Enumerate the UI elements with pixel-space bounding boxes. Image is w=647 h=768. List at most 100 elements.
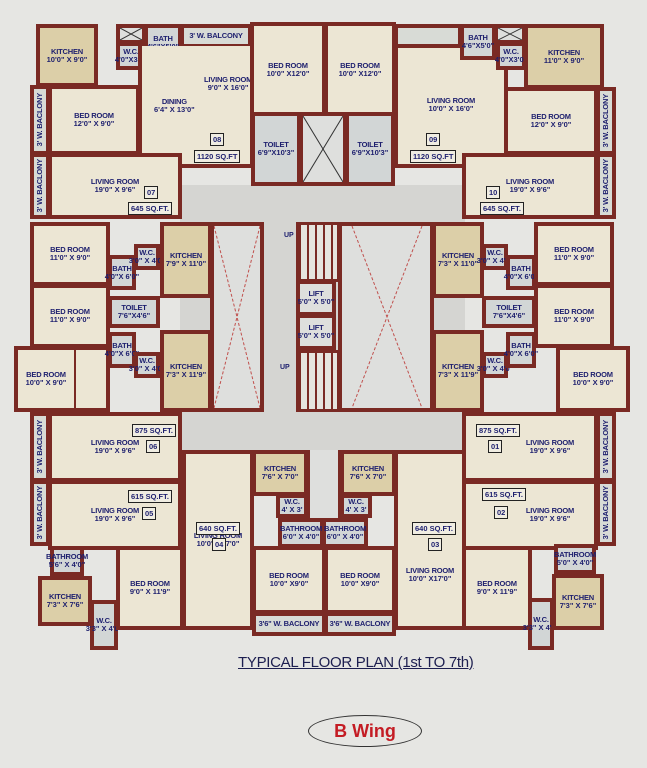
toilet-top-center-1: TOILET 6'9"X10'3" xyxy=(251,112,301,186)
room-name: TOILET xyxy=(121,303,147,312)
flat-area-02: 615 SQ.FT. xyxy=(482,488,526,501)
bath-left-2: BATH 4'0"X 6'0" xyxy=(105,332,139,368)
room-name: BED ROOM xyxy=(531,112,571,121)
wc-bottom-center-2: W.C. 4' X 3' xyxy=(340,494,372,518)
balcony-top-left: 3' W. BALCONY xyxy=(180,24,252,48)
duct-cross-icon xyxy=(120,28,142,40)
room-name: KITCHEN xyxy=(442,251,474,260)
balcony-flat-07: 3' W. BACLONY xyxy=(30,153,50,219)
room-name: KITCHEN xyxy=(170,251,202,260)
room-dim: 5'0" X 5'0" xyxy=(297,331,335,340)
room-name: BED ROOM xyxy=(50,307,90,316)
balcony-flat-01: 3' W. BACLONY xyxy=(596,412,616,482)
room-dim: 4'0"X3'0" xyxy=(114,55,148,64)
room-dim: 6'9"X10'3" xyxy=(351,148,389,157)
room-name: LIVING ROOM xyxy=(90,506,140,515)
flat-area-09: 1120 SQ.FT xyxy=(410,150,457,163)
room-dim: 6'4" X 13'0" xyxy=(154,105,195,114)
duct-bottom-center xyxy=(306,450,342,524)
room-dim: 10'0" X12'0" xyxy=(338,68,382,78)
living-flat-06: LIVING ROOM 19'0" X 9'6" xyxy=(48,412,182,482)
flat-area-08: 1120 SQ.FT xyxy=(194,150,241,163)
room-name: LIVING ROOM xyxy=(193,531,243,540)
room-name: LIVING ROOM xyxy=(405,566,455,575)
room-name: BATH xyxy=(511,263,531,273)
bathroom-bottom-center-2: BATHROOM 6'0" X 4'0" xyxy=(322,518,368,548)
room-name: BATH xyxy=(153,34,173,43)
wc-bottom-left: W.C. 3'3" X 4'0" xyxy=(86,600,122,650)
balcony-bottom-center-1: 3'6" W. BACLONY xyxy=(252,612,326,636)
room-name: BATH xyxy=(511,341,531,350)
room-name: BED ROOM xyxy=(268,60,308,70)
room-dim: 7'6"X4'6" xyxy=(492,311,526,320)
room-dim: 9'0" X 11'9" xyxy=(129,587,171,596)
living-flat-07: LIVING ROOM 19'0" X 9'6" xyxy=(48,153,182,219)
room-dim: 3'0" X 4'0" xyxy=(128,364,166,373)
flat-area-07: 645 SQ.FT. xyxy=(128,202,172,215)
balcony-flat-06: 3' W. BACLONY xyxy=(30,412,50,482)
bedroom-top-center-2: BED ROOM 10'0" X12'0" xyxy=(324,22,396,117)
kitchen-left-1: KITCHEN 7'9" X 11'0" xyxy=(160,222,212,298)
kitchen-right-1: KITCHEN 7'3" X 11'0" xyxy=(432,222,484,298)
room-dim: 4'6"X5'0" xyxy=(461,41,495,50)
balcony-flat-02: 3' W. BACLONY xyxy=(596,480,616,546)
room-dim: 5'0" X 5'0" xyxy=(297,297,335,306)
room-name: LIVING ROOM xyxy=(90,438,140,447)
balcony-flat-05: 3' W. BACLONY xyxy=(30,480,50,546)
room-name: BED ROOM xyxy=(554,307,594,316)
room-name: BED ROOM xyxy=(130,579,170,588)
room-dim: 9'0" X 11'9" xyxy=(476,587,518,596)
bathroom-bottom-left: BATHROOM 5'6" X 4'0" xyxy=(46,546,88,576)
balcony-flat-08: 3' W. BACLONY xyxy=(30,85,50,155)
room-name: W.C. xyxy=(533,615,549,624)
room-name: BED ROOM xyxy=(340,60,380,70)
bedroom-left-1: BED ROOM 11'0" X 9'0" xyxy=(30,222,110,286)
room-dim: 9'0" X 16'0" xyxy=(207,83,249,92)
bedroom-right-3: BED ROOM 10'0" X 9'0" xyxy=(556,346,630,412)
floor-plan: KITCHEN 10'0" X 9'0" W.C. 4'0"X3'0" BATH… xyxy=(14,22,630,650)
shaft-cross-icon xyxy=(351,226,423,408)
bath-right-1: BATH 4'0"X 6'0" xyxy=(503,255,539,290)
room-name: BED ROOM xyxy=(26,370,66,379)
room-name: 3' W. BACLONY xyxy=(601,159,610,213)
stair-up-label: UP xyxy=(284,232,294,239)
room-dim: 7'9" X 11'0" xyxy=(165,259,207,268)
room-name: 3' W. BACLONY xyxy=(601,420,610,474)
room-name: 3' W. BACLONY xyxy=(35,486,44,540)
bath-top-right: BATH 4'6"X5'0" xyxy=(460,24,496,60)
room-dim: 6'0" X 4'0" xyxy=(282,532,320,541)
room-dim: 3'3" X 4'0" xyxy=(522,623,560,632)
room-name: KITCHEN xyxy=(442,362,474,371)
flat-number-03: 03 xyxy=(428,538,443,551)
staircase-upper xyxy=(296,222,340,282)
room-dim: 19'0" X 9'6" xyxy=(94,446,136,455)
flat-number-05: 05 xyxy=(142,507,157,520)
room-name: W.C. xyxy=(284,497,300,506)
room-dim: 5'6" X 4'0" xyxy=(48,560,86,569)
room-dim: 11'0" X 9'0" xyxy=(553,315,595,324)
room-dim: 4'0"X 6'0" xyxy=(503,271,539,281)
flat-number-02: 02 xyxy=(494,506,509,519)
flat-number-04: 04 xyxy=(212,538,227,551)
room-name: DINING xyxy=(161,97,187,106)
room-name: KITCHEN xyxy=(548,47,580,57)
room-dim: 10'0" X9'0" xyxy=(269,579,309,588)
kitchen-bottom-left: KITCHEN 7'3" X 7'6" xyxy=(38,576,92,626)
room-dim: 11'0" X 9'0" xyxy=(49,315,91,324)
kitchen-bottom-center-1: KITCHEN 7'6" X 7'0" xyxy=(252,450,308,496)
room-dim: 5'0" X 4'0" xyxy=(556,558,594,567)
wc-top-right: W.C. 4'0"X3'0" xyxy=(495,42,527,70)
passage-left xyxy=(76,346,110,412)
room-dim: 11'0" X 9'0" xyxy=(49,253,91,262)
living-flat-01: LIVING ROOM 19'0" X 9'6" xyxy=(462,412,598,482)
lift-shaft-top xyxy=(299,112,347,186)
flat-number-10: 10 xyxy=(486,186,501,199)
room-name: LIVING ROOM xyxy=(204,75,253,84)
room-name: BED ROOM xyxy=(74,111,114,120)
flat-number-06: 06 xyxy=(146,440,161,453)
flat-area-01: 875 SQ.FT. xyxy=(476,424,520,437)
wc-left-1: W.C. 3'0" X 4'0" xyxy=(129,244,165,270)
room-dim: 10'0" X 16'0" xyxy=(428,104,474,113)
room-name: BATHROOM xyxy=(280,524,323,533)
room-dim: 11'0" X 9'0" xyxy=(553,253,595,262)
